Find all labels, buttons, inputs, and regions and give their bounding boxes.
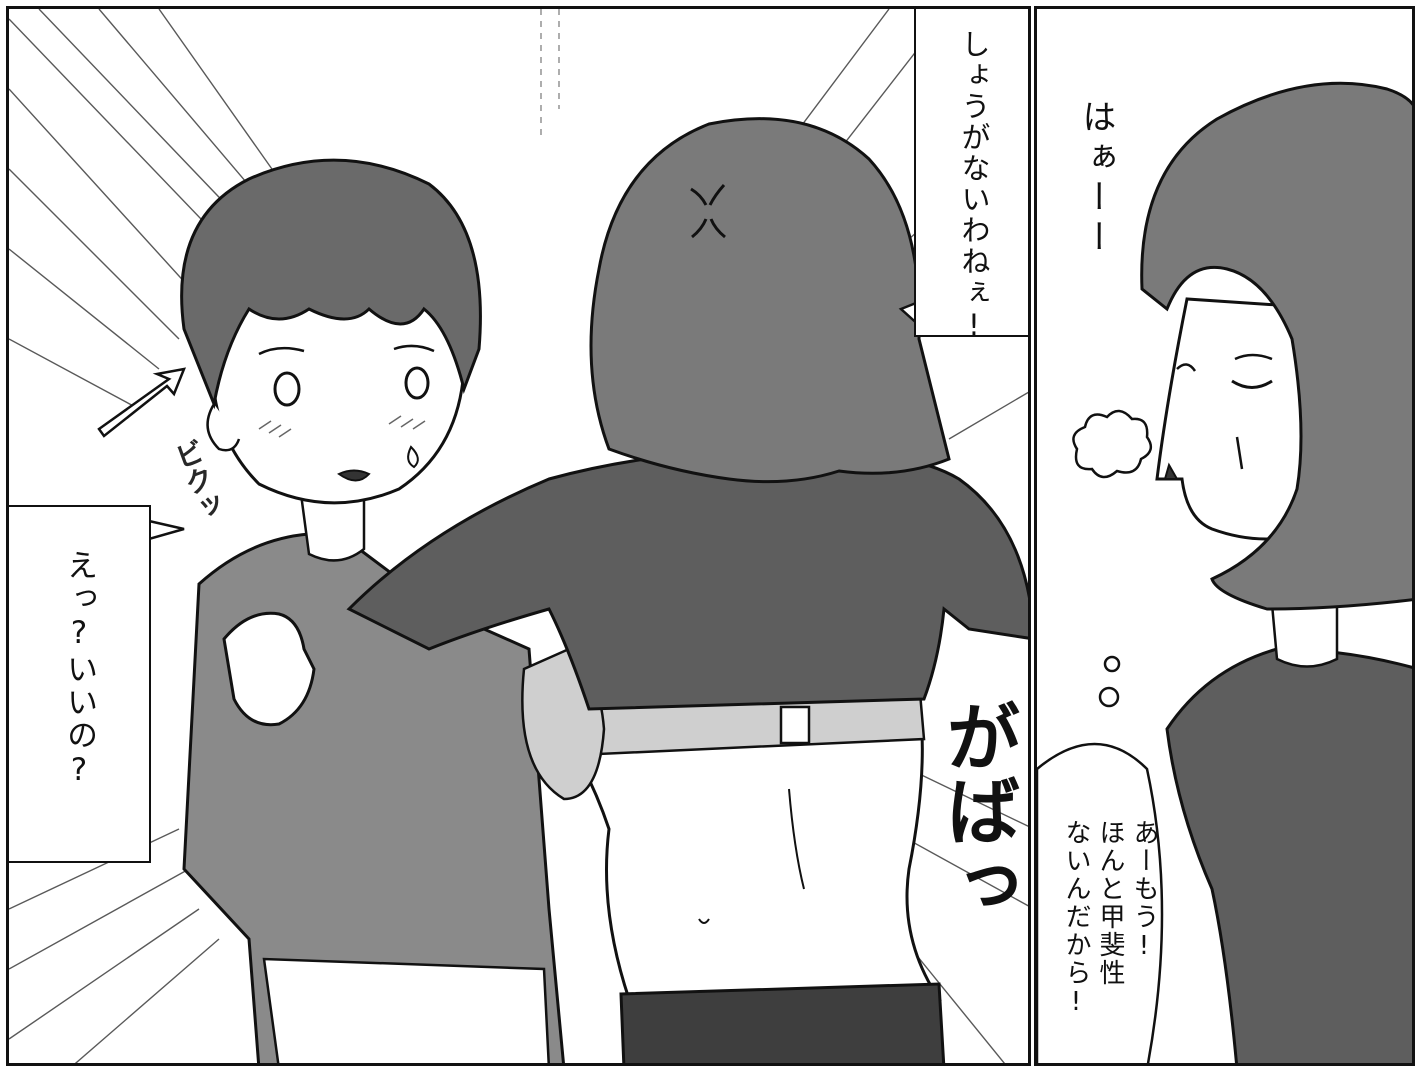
speech-etsu: えっ?いいの? [61, 549, 97, 790]
woman-closeup [1037, 81, 1412, 1063]
sigh-haa: はぁーー [1076, 99, 1116, 259]
thought-line-3: ないんだから! [1061, 819, 1091, 1019]
panel-left: しょうがないわねぇ! えっ?いいの? ビクッ がばっ [6, 6, 1031, 1066]
sfx-gaba: がばっ [934, 699, 1020, 921]
anger-vein-icon [690, 183, 726, 239]
thought-line-1: あーもう! [1129, 819, 1159, 963]
panel-right-art [1037, 81, 1412, 1063]
boy-figure [97, 158, 565, 1063]
panel-left-art [9, 9, 1028, 1063]
speech-bubble-top [914, 9, 1028, 337]
speech-bubble-left [9, 505, 151, 863]
woman-figure [346, 117, 1028, 1063]
panel-right: はぁーー あーもう! ほんと甲斐性 ないんだから! [1034, 6, 1415, 1066]
speech-shiyouganai: しょうがないわねぇ! [957, 29, 991, 344]
thought-line-2: ほんと甲斐性 [1095, 819, 1125, 987]
